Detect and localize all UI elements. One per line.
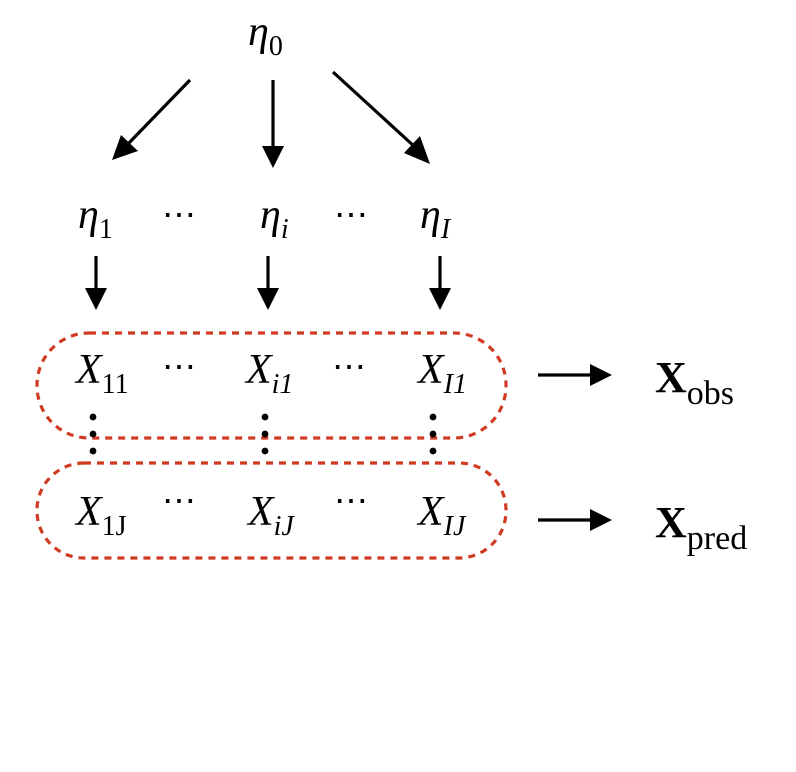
x-IJ-node: XIJ xyxy=(416,489,467,542)
arrowhead-eta0-etai xyxy=(262,146,284,168)
prediction-group-outline xyxy=(35,461,508,560)
vertical-ellipsis-col2 xyxy=(261,413,269,455)
eta-i-node: ηi xyxy=(260,192,289,245)
vertical-ellipsis-col3 xyxy=(429,413,437,455)
x-1J-node: X1J xyxy=(74,489,127,542)
eta-1-node: η1 xyxy=(78,192,113,245)
arrowhead-to-xpred xyxy=(590,509,612,531)
arrow-eta0-eta1 xyxy=(124,78,192,148)
ellipsis-pred-right: ⋯ xyxy=(334,483,368,520)
ellipsis-level1-right: ⋯ xyxy=(334,197,368,234)
x-obs-label: Xobs xyxy=(655,353,734,412)
arrowhead-eta0-etaI xyxy=(404,136,430,164)
output-arrows xyxy=(538,364,612,531)
arrowhead-etai-x xyxy=(257,288,279,310)
arrow-eta0-etaI xyxy=(331,70,418,150)
ellipsis-obs-right: ⋯ xyxy=(332,349,366,386)
vertical-ellipsis-col1 xyxy=(89,413,97,455)
arrowhead-to-xobs xyxy=(590,364,612,386)
eta-0-node: η0 xyxy=(248,9,283,62)
x-iJ-node: XiJ xyxy=(246,489,295,542)
arrowhead-etaI-x xyxy=(429,288,451,310)
ellipsis-pred-left: ⋯ xyxy=(162,483,196,520)
x-I1-node: XI1 xyxy=(416,347,467,400)
observed-group-outline xyxy=(35,331,508,440)
arrowhead-eta1-x xyxy=(85,288,107,310)
x-11-node: X11 xyxy=(74,347,129,400)
x-i1-node: Xi1 xyxy=(244,347,293,400)
eta-I-node: ηI xyxy=(420,192,452,245)
root-arrows xyxy=(112,70,430,168)
ellipsis-level1-left: ⋯ xyxy=(162,197,196,234)
arrowhead-eta0-eta1 xyxy=(112,135,138,160)
ellipsis-obs-left: ⋯ xyxy=(162,349,196,386)
level1-arrows xyxy=(85,256,451,310)
x-pred-label: Xpred xyxy=(655,498,747,557)
